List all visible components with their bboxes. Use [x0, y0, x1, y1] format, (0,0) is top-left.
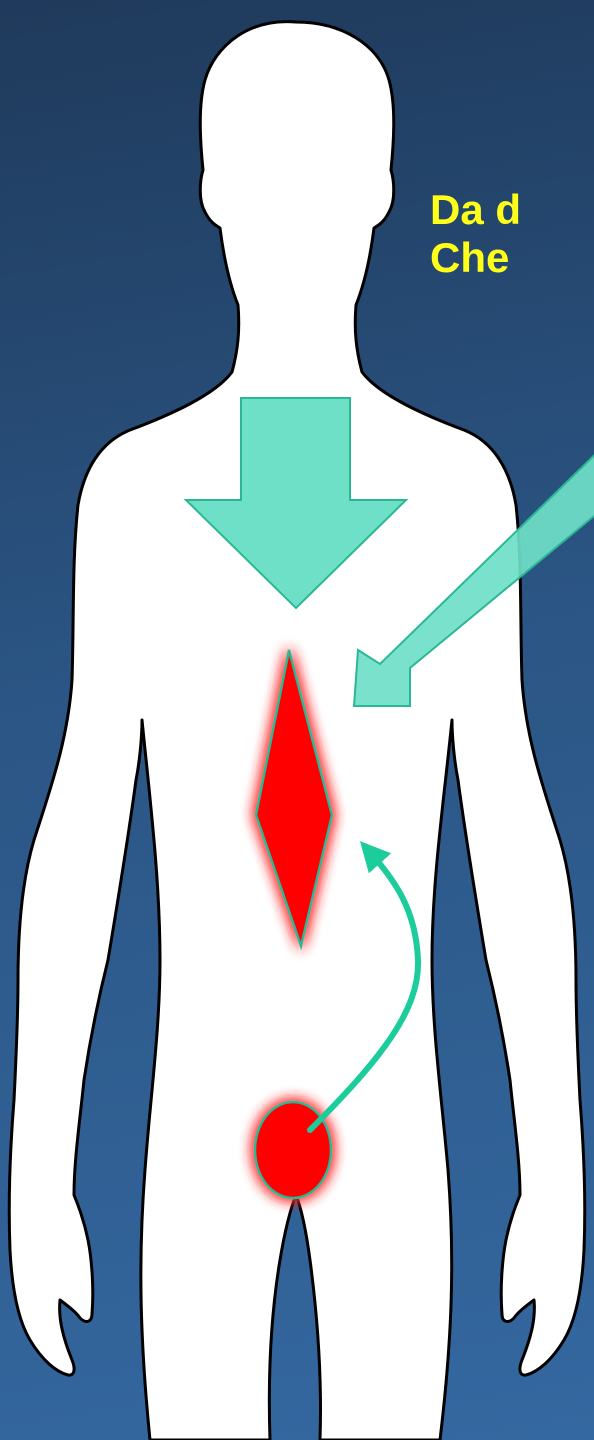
caption-line-1: Da d — [430, 188, 521, 232]
caption-line-2: Che — [430, 236, 509, 280]
